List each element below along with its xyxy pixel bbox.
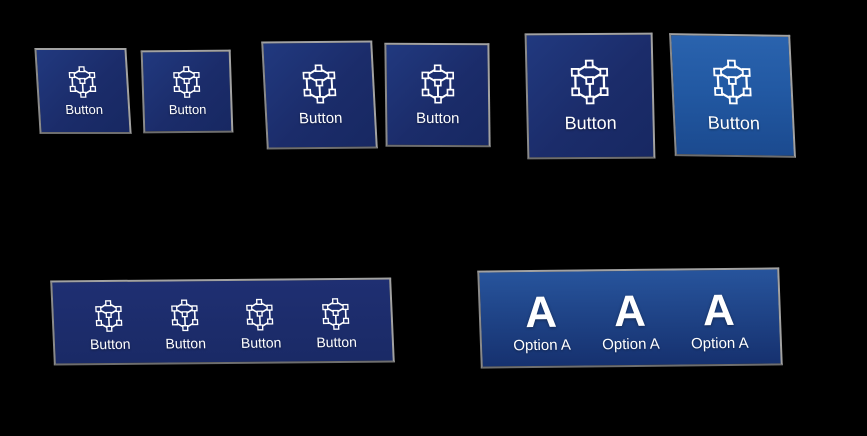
button-group-bar: Button Button Button Button [50, 277, 395, 366]
button-tile-small-2[interactable]: Button [140, 49, 234, 134]
cube-vertices-icon [565, 58, 614, 106]
button-label: Button [415, 109, 460, 127]
cube-vertices-icon [297, 63, 341, 105]
option-label: Option A [513, 337, 572, 355]
button-tile-large-2-highlighted[interactable]: Button [669, 33, 796, 158]
button-label: Button [240, 334, 282, 351]
cube-vertices-icon [318, 297, 353, 331]
option-a-button-3[interactable]: A Option A [689, 281, 749, 353]
cube-vertices-icon [242, 297, 277, 331]
option-glyph-a: A [701, 286, 736, 336]
group-button-1[interactable]: Button [88, 293, 131, 352]
option-label: Option A [690, 335, 749, 353]
cube-vertices-icon [167, 298, 202, 332]
button-tile-small-1[interactable]: Button [34, 48, 132, 134]
button-tile-medium-1[interactable]: Button [261, 40, 378, 150]
cube-vertices-icon [707, 57, 757, 106]
button-label: Button [707, 112, 761, 134]
option-a-button-2[interactable]: A Option A [600, 282, 660, 354]
group-button-4[interactable]: Button [314, 291, 357, 350]
cube-vertices-icon [64, 65, 100, 99]
button-label: Button [564, 113, 617, 134]
cube-vertices-icon [416, 63, 459, 105]
option-group-panel: A Option A A Option A A Option A [477, 267, 783, 369]
button-tile-large-1[interactable]: Button [524, 32, 656, 160]
option-a-button-1[interactable]: A Option A [511, 283, 571, 355]
button-label: Button [316, 333, 358, 351]
option-glyph-a: A [524, 288, 558, 338]
button-label: Button [165, 335, 207, 352]
cube-vertices-icon [91, 299, 126, 333]
button-label: Button [168, 101, 207, 118]
option-label: Option A [601, 336, 661, 354]
group-button-3[interactable]: Button [239, 291, 282, 351]
button-label: Button [298, 109, 343, 128]
cube-vertices-icon [169, 65, 204, 99]
group-button-2[interactable]: Button [163, 292, 206, 351]
button-label: Button [89, 335, 131, 353]
button-label: Button [64, 101, 104, 117]
button-tile-medium-2[interactable]: Button [384, 42, 491, 148]
option-glyph-a: A [612, 287, 647, 337]
